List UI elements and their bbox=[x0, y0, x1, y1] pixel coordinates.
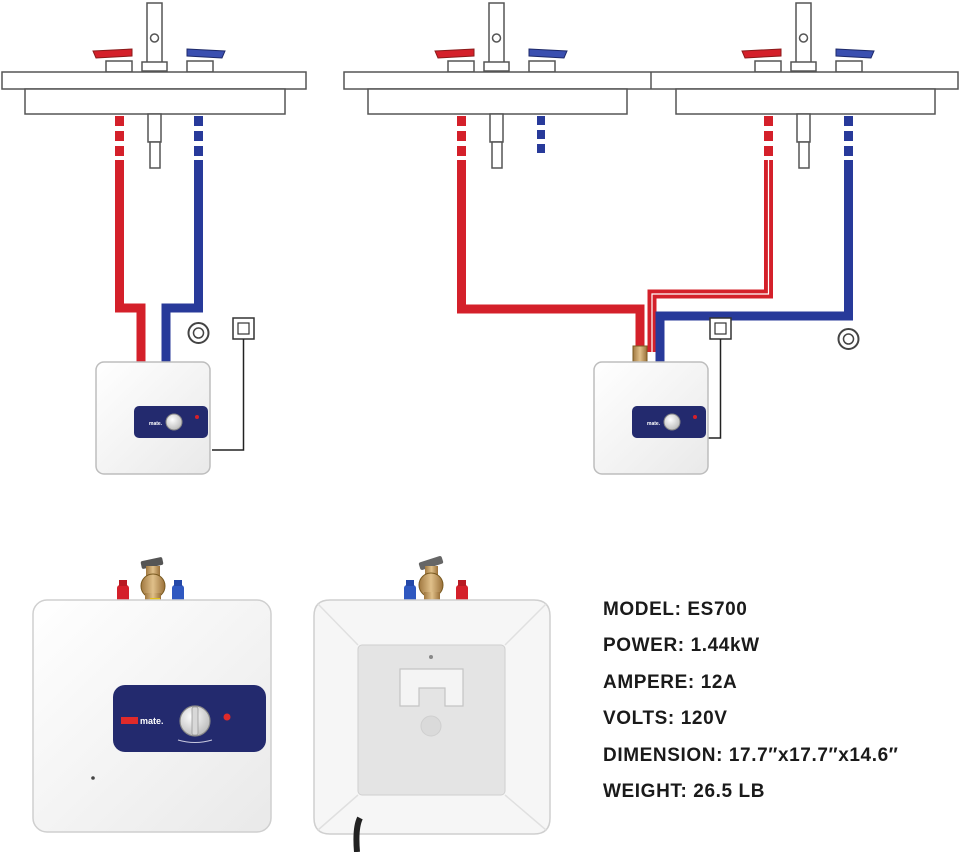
sink-basin bbox=[24, 88, 286, 115]
hot-water-line bbox=[115, 160, 146, 365]
cold-handle-icon bbox=[835, 48, 875, 73]
drain-pipe bbox=[147, 113, 162, 169]
faucet-icon bbox=[790, 2, 817, 72]
brand-label-large: mate. bbox=[140, 716, 164, 726]
cold-handle-icon bbox=[528, 48, 568, 73]
hot-inlet-fitting bbox=[456, 580, 468, 603]
single-sink-installation: mate. bbox=[1, 2, 307, 475]
countertop bbox=[1, 71, 307, 90]
power-cord bbox=[212, 339, 245, 451]
spec-volts: VOLTS: 120V bbox=[603, 708, 728, 730]
drain-pipe bbox=[489, 113, 811, 169]
hot-handle-icon bbox=[434, 48, 475, 73]
spec-ampere: AMPERE: 12A bbox=[603, 671, 738, 693]
sink-basin bbox=[675, 88, 936, 115]
hot-handle-icon bbox=[741, 48, 782, 73]
spec-weight: WEIGHT: 26.5 LB bbox=[603, 780, 766, 802]
cold-water-line bbox=[161, 160, 203, 365]
cold-water-line bbox=[655, 160, 853, 365]
cold-handle-icon bbox=[186, 48, 226, 73]
hot-handle-icon bbox=[92, 48, 133, 73]
temperature-knob-icon bbox=[165, 413, 183, 431]
hot-water-line bbox=[457, 160, 645, 352]
pipe-stubs bbox=[457, 116, 853, 156]
spec-dimension: DIMENSION: 17.7″x17.7″x14.6″ bbox=[603, 744, 899, 766]
sink-basin bbox=[367, 88, 628, 115]
pressure-relief-valve-icon bbox=[418, 556, 444, 606]
spec-power: POWER: 1.44kW bbox=[603, 635, 760, 657]
heater-front-view bbox=[32, 557, 272, 833]
brass-tee-fitting bbox=[632, 345, 648, 363]
double-sink-installation: mate. bbox=[343, 2, 959, 475]
outlet-icon bbox=[232, 317, 255, 340]
cold-inlet-fitting bbox=[404, 580, 416, 603]
specifications-list: MODEL: ES700 POWER: 1.44kW AMPERE: 12A V… bbox=[603, 597, 898, 815]
mounting-bracket bbox=[399, 668, 464, 707]
cold-inlet-fitting bbox=[172, 580, 184, 603]
outlet-icon bbox=[709, 317, 732, 340]
power-cord bbox=[707, 339, 722, 439]
water-heater-small bbox=[593, 361, 709, 475]
faucet-icon bbox=[141, 2, 168, 72]
heater-back-view bbox=[313, 556, 551, 852]
spec-model: MODEL: ES700 bbox=[603, 599, 748, 620]
shutoff-valve-icon bbox=[837, 328, 860, 350]
faucet-icon bbox=[483, 2, 510, 72]
brand-label-small: mate. bbox=[149, 421, 163, 427]
water-heater-small bbox=[95, 361, 211, 475]
pipe-stubs bbox=[115, 116, 203, 156]
brand-label-small: mate. bbox=[647, 421, 661, 427]
shutoff-valve-icon bbox=[187, 322, 210, 344]
temperature-knob-icon bbox=[663, 413, 681, 431]
power-cord bbox=[353, 816, 363, 852]
indicator-light bbox=[223, 713, 231, 721]
hot-inlet-fitting bbox=[117, 580, 129, 603]
